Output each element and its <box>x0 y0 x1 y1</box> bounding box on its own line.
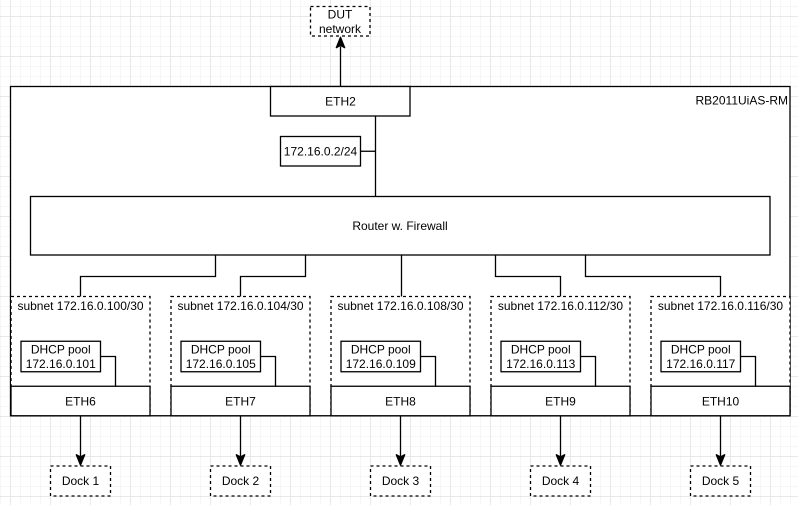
svg-text:Dock 3: Dock 3 <box>382 474 420 488</box>
svg-text:subnet 172.16.0.100/30: subnet 172.16.0.100/30 <box>17 299 143 313</box>
svg-text:172.16.0.105: 172.16.0.105 <box>186 357 256 371</box>
svg-text:Dock 2: Dock 2 <box>222 474 260 488</box>
svg-text:172.16.0.117: 172.16.0.117 <box>666 357 736 371</box>
svg-text:172.16.0.2/24: 172.16.0.2/24 <box>284 144 358 158</box>
svg-text:DUT: DUT <box>328 8 353 22</box>
svg-text:DHCP pool: DHCP pool <box>671 343 731 357</box>
svg-text:DHCP pool: DHCP pool <box>191 343 251 357</box>
svg-text:ETH7: ETH7 <box>225 394 256 408</box>
svg-text:ETH8: ETH8 <box>385 394 416 408</box>
svg-text:172.16.0.109: 172.16.0.109 <box>346 357 416 371</box>
svg-text:ETH9: ETH9 <box>545 394 576 408</box>
svg-text:network: network <box>319 22 362 36</box>
svg-text:subnet 172.16.0.104/30: subnet 172.16.0.104/30 <box>177 299 303 313</box>
svg-text:DHCP pool: DHCP pool <box>31 343 91 357</box>
svg-text:ETH10: ETH10 <box>702 394 740 408</box>
svg-text:ETH2: ETH2 <box>325 94 356 108</box>
svg-text:DHCP pool: DHCP pool <box>351 343 411 357</box>
svg-text:RB2011UiAS-RM: RB2011UiAS-RM <box>696 94 788 108</box>
svg-text:Dock 5: Dock 5 <box>702 474 740 488</box>
svg-text:Dock 1: Dock 1 <box>62 474 100 488</box>
svg-text:subnet 172.16.0.108/30: subnet 172.16.0.108/30 <box>337 299 463 313</box>
svg-text:Router w. Firewall: Router w. Firewall <box>352 219 447 233</box>
svg-text:subnet 172.16.0.116/30: subnet 172.16.0.116/30 <box>658 299 784 313</box>
svg-text:Dock 4: Dock 4 <box>542 474 580 488</box>
svg-text:172.16.0.113: 172.16.0.113 <box>506 357 576 371</box>
svg-text:subnet 172.16.0.112/30: subnet 172.16.0.112/30 <box>498 299 624 313</box>
svg-text:172.16.0.101: 172.16.0.101 <box>26 357 96 371</box>
svg-text:ETH6: ETH6 <box>65 394 96 408</box>
svg-text:DHCP pool: DHCP pool <box>511 343 571 357</box>
